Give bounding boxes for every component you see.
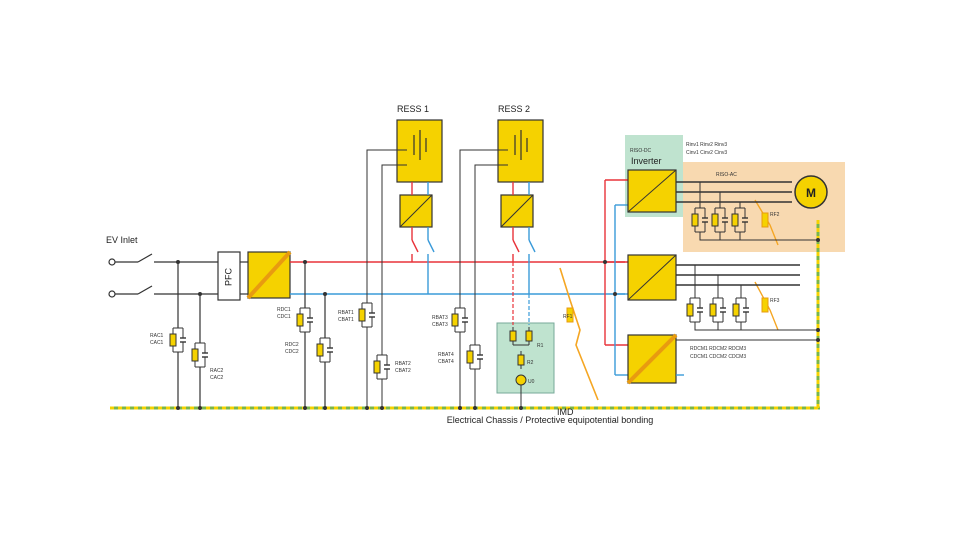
label-c-bat2: CBAT2: [395, 368, 411, 374]
label-r-bat3: RBAT3: [432, 315, 448, 321]
node-dc1: [303, 260, 307, 264]
label-r-f3: RF3: [770, 298, 780, 304]
junction-dots: [303, 238, 820, 410]
ev-inlet-label: EV Inlet: [106, 235, 138, 245]
inverter2-diag: [627, 254, 677, 301]
label-r-inv: Rinv1 Rinv2 Rinv3: [686, 142, 727, 148]
label-c-dc1: CDC1: [277, 314, 291, 320]
rc-dcm1: [686, 297, 704, 323]
label-imd-r2: R2: [527, 360, 534, 366]
rc-dcm2: [709, 297, 727, 323]
dcdc2-diag: [626, 333, 678, 385]
rc-dc1: [296, 307, 314, 333]
label-c-dc2: CDC2: [285, 349, 299, 355]
label-imd-r1: R1: [537, 343, 544, 349]
ress2-dcdc-diag: [500, 194, 534, 228]
ress1-neg-switch: [427, 239, 435, 253]
label-r-ac2: RAC2: [210, 368, 224, 374]
rc-bat1: [358, 302, 376, 328]
ress1-iso-wiring: [366, 149, 407, 408]
inverter-label: Inverter: [631, 156, 662, 166]
label-r-bat4: RBAT4: [438, 352, 454, 358]
motor-zone: [683, 162, 845, 252]
label-c-bat4: CBAT4: [438, 359, 454, 365]
motor-symbol: [794, 175, 828, 209]
label-c-ac1: CAC1: [150, 340, 164, 346]
dcdc-diagonal: [246, 250, 292, 300]
ress2-iso-wiring: [459, 149, 508, 408]
label-r-f2: RF2: [770, 212, 780, 218]
r-isoac-label: RISO-AC: [716, 172, 737, 178]
rc-dc2: [316, 337, 334, 363]
inverter1-rc-wiring: [699, 182, 818, 241]
label-c-bat1: CBAT1: [338, 317, 354, 323]
ress2-neg-switch: [528, 239, 536, 253]
fault-rf2: [761, 212, 769, 228]
fault-rf3: [761, 297, 769, 313]
node-ch1: [176, 406, 180, 410]
node-ac2: [198, 292, 202, 296]
rc-bat2: [373, 354, 391, 380]
label-c-dcm: CDCM1 CDCM2 CDCM3: [690, 354, 746, 360]
motor-label: M: [806, 186, 816, 200]
ress1-battery-symbol: [413, 130, 427, 160]
label-imd-u0: U0: [528, 379, 535, 385]
fault-path-motor: [754, 199, 779, 331]
ac-inlet-wiring: [108, 253, 218, 408]
label-r-ac1: RAC1: [150, 333, 164, 339]
r-isodc-label: RISO-DC: [630, 148, 652, 154]
label-r-bat1: RBAT1: [338, 310, 354, 316]
inverter2-phase-lines: [676, 264, 800, 286]
ress1-pos-switch: [411, 239, 419, 253]
dc-link-wiring: [304, 262, 326, 408]
rc-bat3: [451, 307, 469, 333]
ress2-pos-switch: [512, 239, 520, 253]
label-r-dc2: RDC2: [285, 342, 299, 348]
rc-bat4: [466, 344, 484, 370]
inverter1-phase-lines: [676, 181, 792, 203]
label-c-inv: Cinv1 Cinv2 Cinv3: [686, 150, 727, 156]
label-c-ac2: CAC2: [210, 375, 224, 381]
imd-label: IMD: [557, 407, 574, 417]
label-r-dc1: RDC1: [277, 307, 291, 313]
inverter1-diag: [627, 169, 677, 213]
fault-path-main: [559, 267, 599, 401]
chassis-label: Electrical Chassis / Protective equipote…: [447, 415, 654, 425]
label-r-bat2: RBAT2: [395, 361, 411, 367]
ress1-dcdc-diag: [399, 194, 433, 228]
pfc-box: [217, 251, 241, 301]
ress1-label: RESS 1: [397, 104, 429, 114]
ress2-battery-symbol: [514, 130, 528, 160]
ress2-label: RESS 2: [498, 104, 530, 114]
pfc-label: PFC: [223, 267, 233, 286]
rc-ac1: [169, 327, 187, 353]
imd-source: [515, 374, 527, 386]
node-dc2: [323, 292, 327, 296]
node-ch2: [198, 406, 202, 410]
rc-ac2: [191, 342, 209, 368]
node-ac1: [176, 260, 180, 264]
label-r-f1: RF1: [563, 314, 573, 320]
label-r-dcm: RDCM1 RDCM2 RDCM3: [690, 346, 746, 352]
rc-dcm3: [732, 297, 750, 323]
inverter2-rc-wiring: [694, 265, 818, 331]
label-c-bat3: CBAT3: [432, 322, 448, 328]
